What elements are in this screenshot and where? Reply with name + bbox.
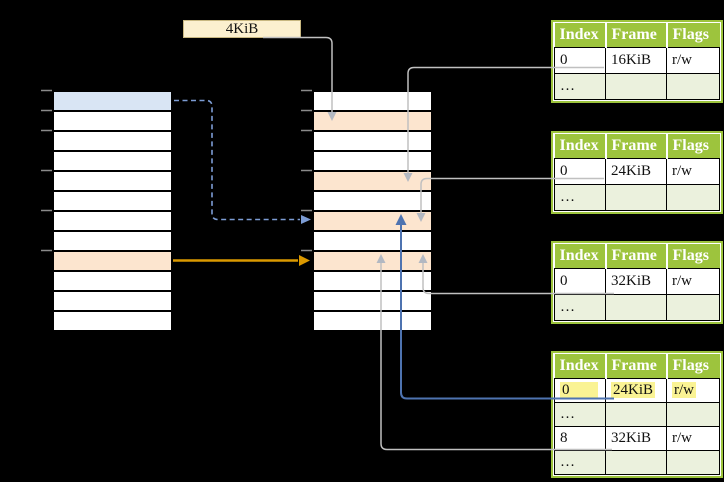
connector-virtual-page-to-frame-dashed [174,99,300,221]
memory-cell-white [313,192,432,212]
cell-index: 0 [554,47,606,74]
cell-index: 0 [554,378,606,403]
cell-frame [605,450,667,475]
memory-cell-peach [313,252,432,272]
memory-cell-white [53,212,172,232]
memory-cell-white [53,232,172,252]
table-row: 0 32KiB r/w [554,268,720,295]
page-table-1: Index Frame Flags 0 16KiB r/w … [551,20,723,103]
header-frame: Frame [604,354,667,379]
header-index: Index [554,354,606,379]
memory-cell-white [53,152,172,172]
memory-cell-white [53,272,172,292]
cell-index: … [554,184,606,211]
cell-frame: 24KiB [605,158,667,185]
header-flags: Flags [665,134,720,159]
memory-cell-white [313,272,432,292]
page-table-2-table: Index Frame Flags 0 24KiB r/w … [554,134,720,211]
arrowhead-right-icon [299,255,310,266]
cell-flags: r/w [666,426,720,451]
cell-frame [605,73,667,100]
table-header-row: Index Frame Flags [554,244,720,269]
table-row-ellipsis: … [554,402,720,427]
header-index: Index [554,23,606,48]
highlight-mark: r/w [672,382,696,398]
memory-cell-peach [313,112,432,132]
cell-index: 0 [554,158,606,185]
header-frame: Frame [604,23,667,48]
memory-cell-white [53,112,172,132]
cell-flags: r/w [666,268,720,295]
table-row-ellipsis: … [554,184,720,211]
table-header-row: Index Frame Flags [554,134,720,159]
memory-cell-white [53,292,172,312]
cell-index: … [554,450,606,475]
cell-flags: r/w [666,158,720,185]
page-table-4-table: Index Frame Flags 0 24KiB r/w … 8 32KiB [554,354,720,475]
page-table-1-table: Index Frame Flags 0 16KiB r/w … [554,23,720,100]
memory-cell-white [313,312,432,332]
table-row: 0 24KiB r/w [554,158,720,185]
cell-index: 0 [554,268,606,295]
cell-flags [666,450,720,475]
table-row: 0 16KiB r/w [554,47,720,74]
memory-cell-white [53,192,172,212]
cell-index: … [554,402,606,427]
memory-cell-white [313,292,432,312]
page-table-3-table: Index Frame Flags 0 32KiB r/w … [554,244,720,321]
table-row-highlighted: 0 24KiB r/w [554,378,720,403]
cell-flags [666,402,720,427]
memory-cell-white [313,132,432,152]
header-frame: Frame [604,244,667,269]
page-table-3: Index Frame Flags 0 32KiB r/w … [551,241,723,324]
highlight-mark: 0 [560,382,598,398]
memory-cell-white [53,132,172,152]
cell-index: … [554,73,606,100]
header-index: Index [554,244,606,269]
table-row-ellipsis: … [554,294,720,321]
memory-cell-peach [313,212,432,232]
cell-frame [605,294,667,321]
cell-flags [666,73,720,100]
header-flags: Flags [665,354,720,379]
memory-cell-white [313,232,432,252]
memory-cell-peach [313,172,432,192]
cell-index: … [554,294,606,321]
page-size-label: 4KiB [183,20,301,38]
header-flags: Flags [665,23,720,48]
cell-frame: 16KiB [605,47,667,74]
table-row: 8 32KiB r/w [554,426,720,451]
table-header-row: Index Frame Flags [554,354,720,379]
header-frame: Frame [604,134,667,159]
memory-cell-white [53,172,172,192]
cell-flags [666,184,720,211]
cell-frame [605,184,667,211]
cell-index: 8 [554,426,606,451]
memory-cell-white [313,152,432,172]
cell-frame: 32KiB [605,426,667,451]
cell-frame: 32KiB [605,268,667,295]
cell-frame [605,402,667,427]
page-table-4: Index Frame Flags 0 24KiB r/w … 8 32KiB [551,351,723,478]
cell-flags: r/w [666,378,720,403]
header-flags: Flags [665,244,720,269]
arrowhead-right-icon [301,215,311,224]
physical-memory-column [313,90,432,332]
table-row-ellipsis: … [554,73,720,100]
table-row-ellipsis: … [554,450,720,475]
memory-cell-blue [53,92,172,112]
memory-cell-peach [53,252,172,272]
page-table-2: Index Frame Flags 0 24KiB r/w … [551,131,723,214]
memory-cell-white [53,312,172,332]
header-index: Index [554,134,606,159]
cell-frame: 24KiB [605,378,667,403]
cell-flags [666,294,720,321]
table-header-row: Index Frame Flags [554,23,720,48]
memory-cell-white [313,92,432,112]
highlight-mark: 24KiB [611,382,656,398]
cell-flags: r/w [666,47,720,74]
virtual-memory-column [53,90,172,332]
